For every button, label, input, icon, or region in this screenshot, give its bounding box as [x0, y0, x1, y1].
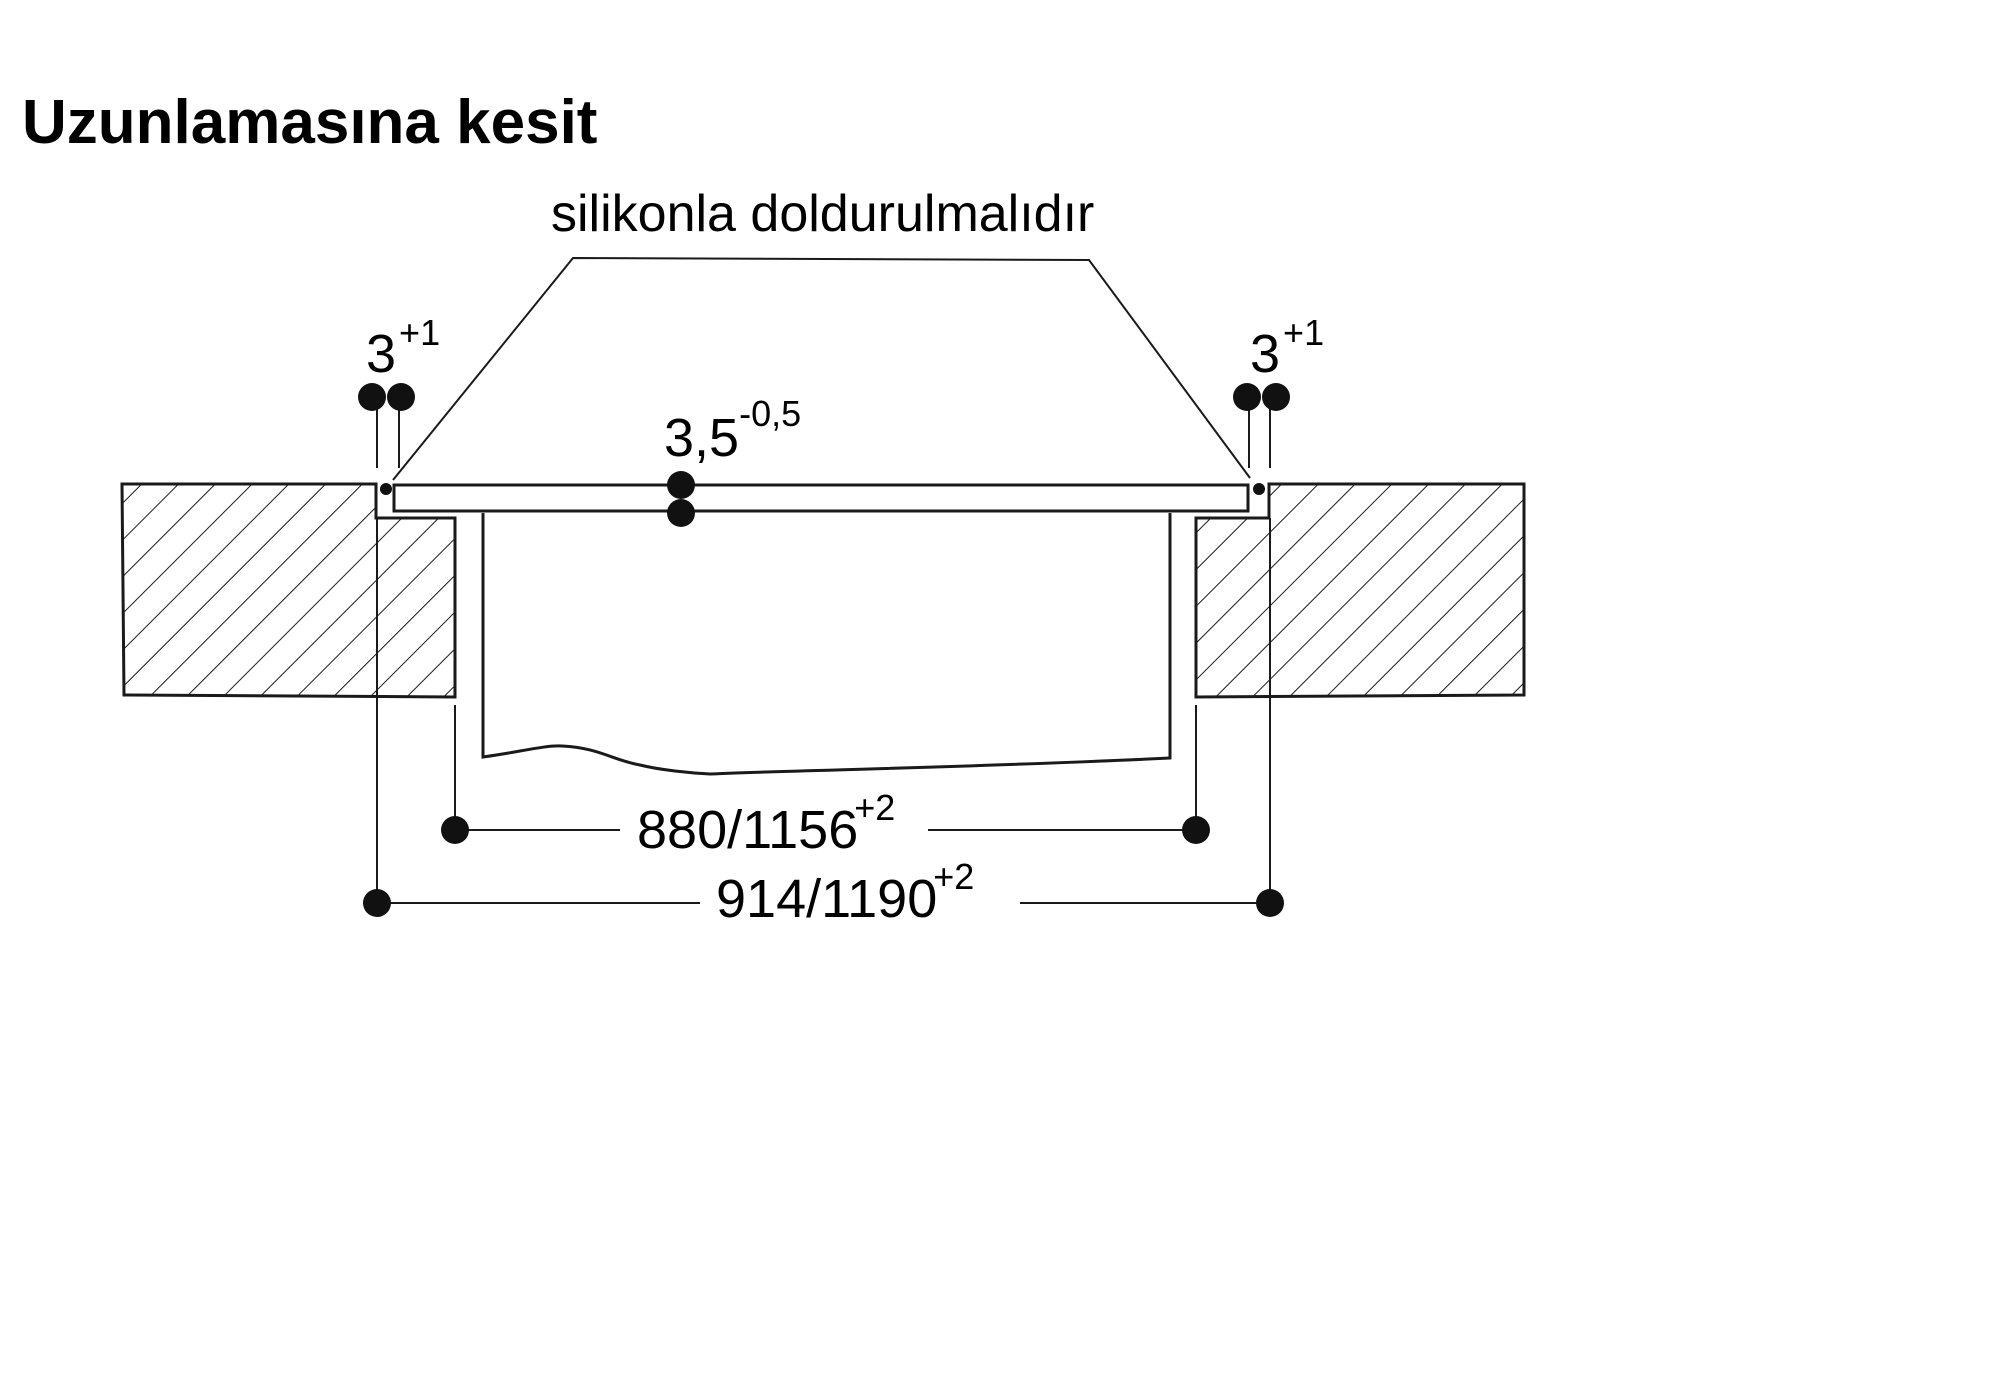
right-countertop-section	[1194, 482, 1526, 699]
svg-text:3+1: 3+1	[366, 312, 440, 384]
thickness-tolerance: -0,5	[739, 393, 801, 434]
outer-width-tolerance: +2	[933, 856, 974, 897]
left-gap-dimension: 3+1	[358, 312, 440, 411]
dimension-extension-lines	[376, 400, 1271, 896]
svg-text:880/1156+2: 880/1156+2	[637, 787, 895, 860]
thickness-value: 3,5	[664, 408, 739, 468]
left-gap-value: 3	[366, 324, 396, 384]
hob-glass-plate	[392, 483, 1250, 513]
silicone-callout-label: silikonla doldurulmalıdır	[551, 185, 1094, 243]
outer-width-dimension: 914/1190+2	[363, 856, 1284, 929]
silicone-joint-right-marker	[1253, 483, 1265, 495]
left-gap-tolerance: +1	[399, 312, 440, 353]
inner-width-value: 880/1156	[637, 800, 858, 860]
thickness-dimension: 3,5-0,5	[664, 393, 801, 527]
inner-width-tolerance: +2	[854, 787, 895, 828]
hob-body	[481, 513, 1172, 776]
outer-width-value: 914/1190	[716, 869, 937, 929]
svg-text:3+1: 3+1	[1250, 312, 1324, 384]
right-gap-dimension: 3+1	[1233, 312, 1324, 411]
page-title: Uzunlamasına kesit	[22, 88, 597, 157]
inner-width-dimension: 880/1156+2	[441, 787, 1210, 860]
silicone-joint-left-marker	[380, 483, 392, 495]
right-gap-value: 3	[1250, 324, 1280, 384]
right-gap-tolerance: +1	[1283, 312, 1324, 353]
left-countertop-section	[120, 482, 457, 699]
svg-text:914/1190+2: 914/1190+2	[716, 856, 974, 929]
svg-text:3,5-0,5: 3,5-0,5	[664, 393, 801, 468]
silicone-callout-leader	[392, 256, 1251, 481]
